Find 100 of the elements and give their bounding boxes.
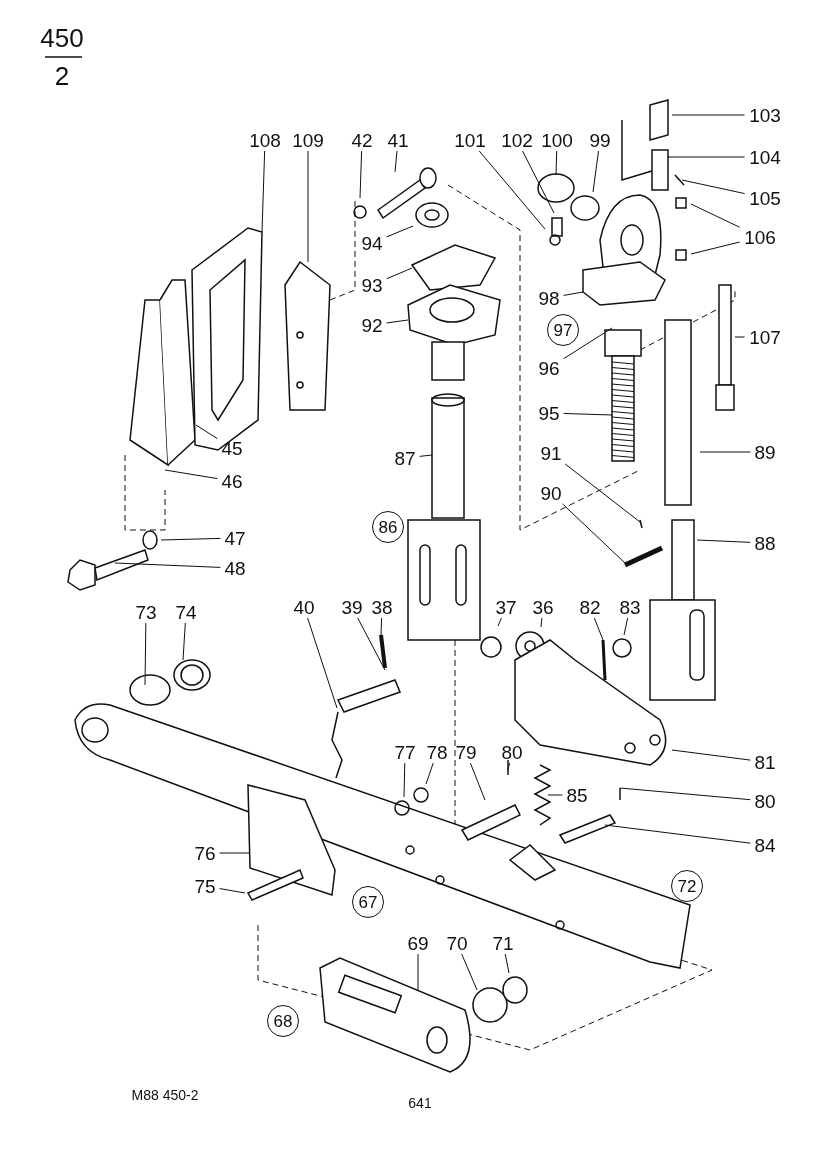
callout-number: 69 <box>407 933 429 953</box>
leader-line <box>144 622 147 686</box>
callout-number: 42 <box>351 130 373 150</box>
callout-number: 82 <box>579 597 601 617</box>
leader-line <box>497 617 502 627</box>
leader-line <box>547 794 563 796</box>
callout-number: 76 <box>194 843 216 863</box>
circled-callout-number: 67 <box>352 886 384 918</box>
callout-number: 96 <box>538 358 560 378</box>
callout-number: 85 <box>566 785 588 805</box>
callout-number: 104 <box>749 147 781 167</box>
callout-number: 95 <box>538 403 560 423</box>
leader-line <box>386 267 413 280</box>
leader-line <box>307 617 338 709</box>
leader-line <box>522 150 555 214</box>
callout-number: 87 <box>394 448 416 468</box>
callout-number: 98 <box>538 288 560 308</box>
leader-line <box>164 469 218 480</box>
callout-number: 75 <box>194 876 216 896</box>
leader-line <box>696 539 751 543</box>
leader-line <box>478 150 546 230</box>
leader-line <box>182 622 186 661</box>
callout-number: 74 <box>175 602 197 622</box>
leader-line <box>219 888 246 894</box>
leader-line <box>734 336 746 338</box>
callout-number: 39 <box>341 597 363 617</box>
callout-number: 102 <box>501 130 533 150</box>
leader-line <box>504 953 510 974</box>
leader-line <box>359 150 363 199</box>
leader-line <box>604 824 751 844</box>
callout-number: 88 <box>754 533 776 553</box>
callout-number: 71 <box>492 933 514 953</box>
circled-callout-number: 68 <box>267 1005 299 1037</box>
circled-callout-number: 86 <box>372 511 404 543</box>
leader-line <box>563 291 584 296</box>
callout-number: 94 <box>361 233 383 253</box>
leader-line <box>699 451 751 453</box>
callout-number: 109 <box>292 130 324 150</box>
leader-line <box>114 562 221 568</box>
leader-line <box>562 503 626 564</box>
leader-line <box>425 762 434 785</box>
leader-line <box>380 617 383 636</box>
label-text: 2 <box>54 63 70 89</box>
leader-line <box>386 319 409 324</box>
callout-number: 80 <box>501 742 523 762</box>
callout-number: 79 <box>455 742 477 762</box>
leader-line <box>681 179 746 195</box>
callout-number: 45 <box>221 438 243 458</box>
leader-line <box>307 150 309 263</box>
callout-number: 107 <box>749 327 781 347</box>
label-text: 641 <box>408 1096 432 1110</box>
callout-number: 91 <box>540 443 562 463</box>
callout-number: 73 <box>135 602 157 622</box>
callout-number: 105 <box>749 188 781 208</box>
callout-number: 84 <box>754 835 776 855</box>
callout-number: 77 <box>394 742 416 762</box>
leader-line <box>563 412 613 416</box>
callout-number: 47 <box>224 528 246 548</box>
leader-line <box>195 424 218 440</box>
callout-number: 103 <box>749 105 781 125</box>
callout-number: 37 <box>495 597 517 617</box>
callout-number: 90 <box>540 483 562 503</box>
circled-callout-number: 72 <box>671 870 703 902</box>
leader-line <box>160 537 221 541</box>
callout-number: 46 <box>221 471 243 491</box>
leader-line <box>507 762 511 771</box>
leader-line <box>564 463 641 523</box>
callout-number: 93 <box>361 275 383 295</box>
callout-number: 100 <box>541 130 573 150</box>
leader-line <box>667 156 746 158</box>
leader-line <box>690 241 741 255</box>
callout-number: 36 <box>532 597 554 617</box>
leader-line <box>619 787 751 801</box>
leader-line <box>403 762 406 798</box>
callout-number: 83 <box>619 597 641 617</box>
leader-line <box>555 150 558 176</box>
callout-number: 81 <box>754 752 776 772</box>
leader-line <box>261 150 266 233</box>
leader-line <box>593 617 604 641</box>
circled-callout-number: 97 <box>547 314 579 346</box>
callout-number: 108 <box>249 130 281 150</box>
callout-number: 80 <box>754 791 776 811</box>
callout-number: 101 <box>454 130 486 150</box>
leader-line <box>563 327 613 360</box>
leader-line <box>592 150 599 193</box>
leader-line <box>690 203 741 228</box>
callout-number: 78 <box>426 742 448 762</box>
leader-line <box>357 617 386 671</box>
leader-line <box>419 454 433 457</box>
callout-number: 99 <box>589 130 611 150</box>
callout-number: 70 <box>446 933 468 953</box>
leader-line <box>219 852 251 854</box>
leader-line <box>394 150 398 173</box>
callout-number: 38 <box>371 597 393 617</box>
leader-line <box>540 617 543 628</box>
leader-line <box>671 749 751 761</box>
callout-number: 106 <box>744 227 776 247</box>
label-text: M88 450-2 <box>131 1088 199 1102</box>
callout-number: 92 <box>361 315 383 335</box>
callout-number: 41 <box>387 130 409 150</box>
